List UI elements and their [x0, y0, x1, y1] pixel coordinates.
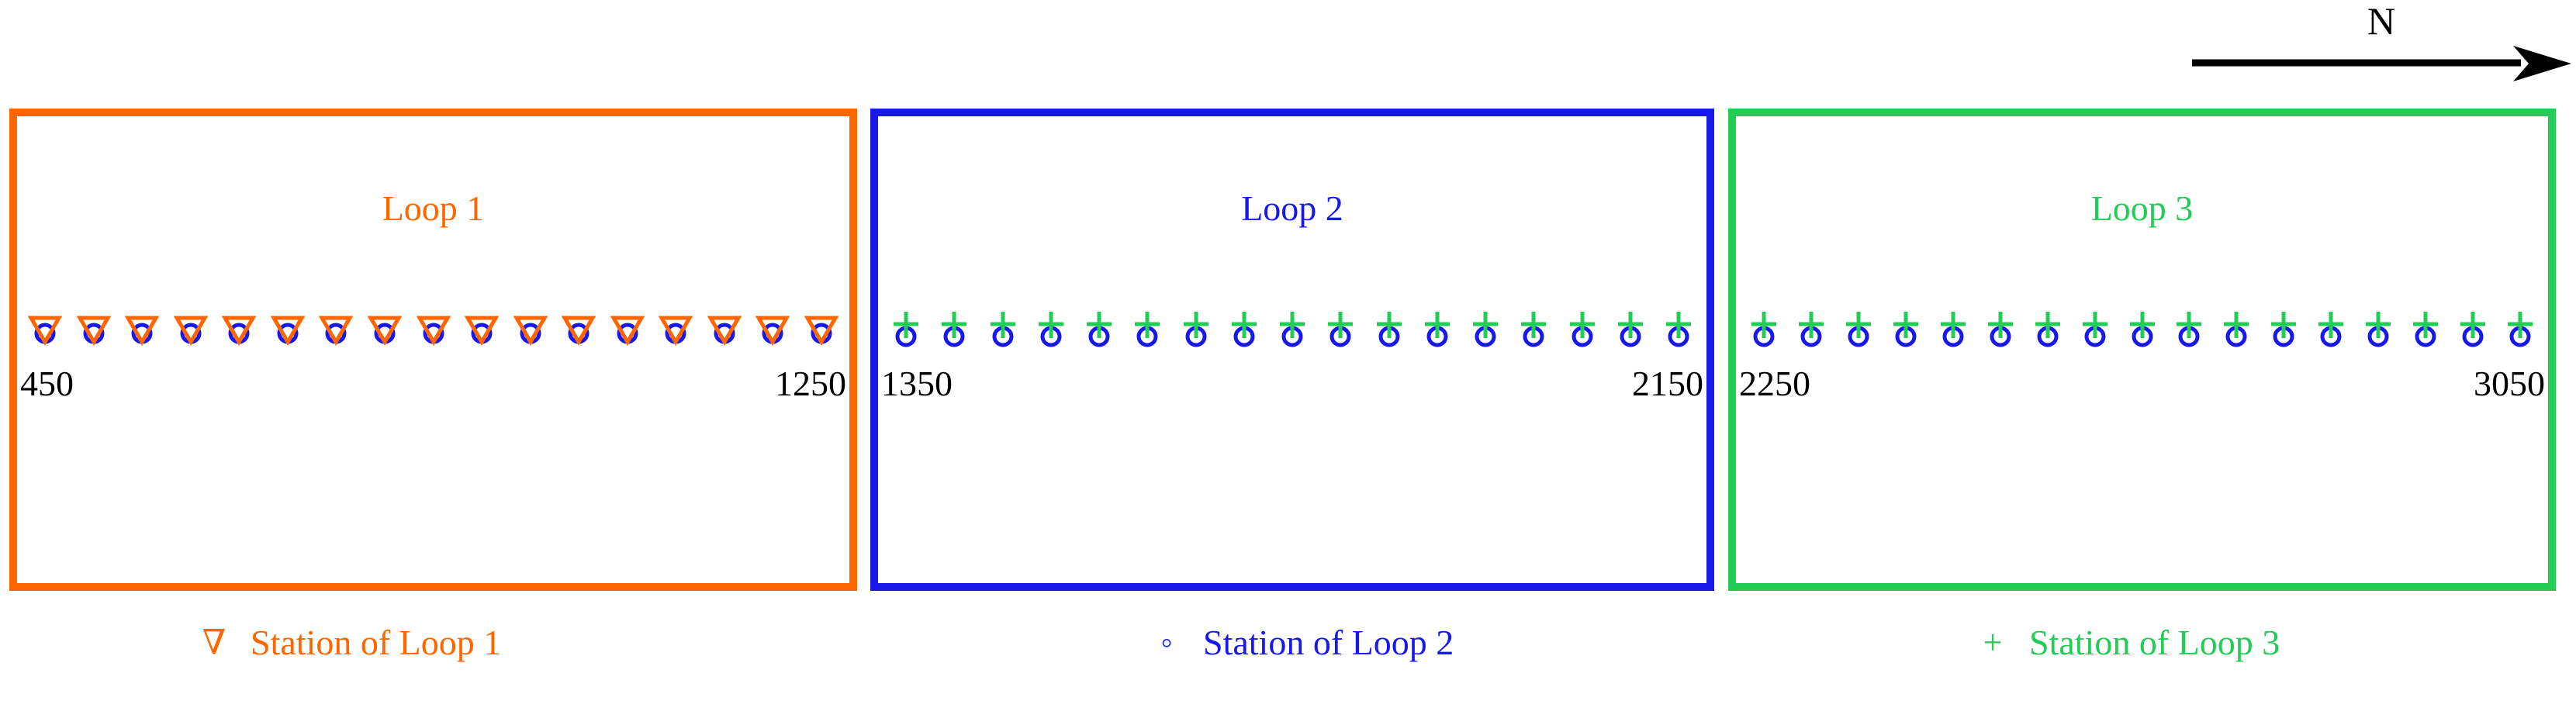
station-marker[interactable] — [562, 304, 596, 354]
station-marker[interactable] — [222, 304, 257, 354]
legend: ∇ Station of Loop 1 ◦ Station of Loop 2 + Sta… — [0, 625, 2576, 695]
range-start-label: 2250 — [1739, 364, 1810, 403]
loop-box-1[interactable]: Loop 1 450 1250 — [9, 109, 857, 591]
range-end-label: 1250 — [775, 364, 846, 403]
station-marker[interactable] — [986, 304, 1020, 354]
range-end-label: 2150 — [1632, 364, 1703, 403]
station-marker[interactable] — [1275, 304, 1309, 354]
station-strip-2 — [878, 304, 1706, 354]
station-marker[interactable] — [367, 304, 402, 354]
station-marker[interactable] — [319, 304, 354, 354]
station-marker[interactable] — [889, 304, 923, 354]
loop-box-3[interactable]: Loop 3 2250 3050 — [1728, 109, 2556, 591]
triangle-down-icon: ∇ — [202, 623, 226, 661]
station-marker[interactable] — [1613, 304, 1648, 354]
station-marker[interactable] — [270, 304, 305, 354]
north-label: N — [2367, 0, 2396, 43]
station-marker[interactable] — [2219, 304, 2253, 354]
station-marker[interactable] — [1983, 304, 2018, 354]
station-marker[interactable] — [2267, 304, 2301, 354]
station-marker[interactable] — [2314, 304, 2348, 354]
station-marker[interactable] — [2503, 304, 2537, 354]
station-marker[interactable] — [465, 304, 500, 354]
station-marker[interactable] — [1323, 304, 1357, 354]
north-arrow-icon — [2192, 46, 2571, 81]
range-start-label: 1350 — [881, 364, 953, 403]
station-marker[interactable] — [1565, 304, 1599, 354]
legend-label: Station of Loop 1 — [251, 623, 502, 662]
loop-box-2[interactable]: Loop 2 1350 2150 — [870, 109, 1714, 591]
legend-label: Station of Loop 3 — [2029, 623, 2280, 662]
station-marker[interactable] — [76, 304, 111, 354]
station-marker[interactable] — [2408, 304, 2443, 354]
station-marker[interactable] — [1936, 304, 1970, 354]
station-marker[interactable] — [1227, 304, 1261, 354]
station-marker[interactable] — [2456, 304, 2490, 354]
north-arrow: N — [2187, 0, 2575, 85]
station-marker[interactable] — [804, 304, 838, 354]
station-marker[interactable] — [1661, 304, 1696, 354]
station-marker[interactable] — [513, 304, 548, 354]
station-marker[interactable] — [1889, 304, 1923, 354]
station-marker[interactable] — [1034, 304, 1068, 354]
station-strip-1 — [17, 304, 849, 354]
plus-icon: + — [1983, 623, 2003, 661]
station-marker[interactable] — [707, 304, 742, 354]
station-marker[interactable] — [1516, 304, 1551, 354]
legend-label: Station of Loop 2 — [1203, 623, 1454, 662]
station-marker[interactable] — [2031, 304, 2065, 354]
station-marker[interactable] — [1794, 304, 1828, 354]
station-marker[interactable] — [1747, 304, 1781, 354]
loop-title-3: Loop 3 — [2090, 188, 2194, 228]
station-marker[interactable] — [1841, 304, 1876, 354]
legend-item-loop-3[interactable]: + Station of Loop 3 — [1976, 625, 2280, 661]
legend-item-loop-2[interactable]: ◦ Station of Loop 2 — [1150, 625, 1454, 661]
circle-icon: ◦ — [1160, 623, 1173, 661]
station-marker[interactable] — [937, 304, 971, 354]
station-marker[interactable] — [1082, 304, 1116, 354]
loop-title-1: Loop 1 — [382, 188, 485, 228]
range-row-3: 2250 3050 — [1736, 366, 2548, 413]
station-marker[interactable] — [659, 304, 693, 354]
station-marker[interactable] — [173, 304, 208, 354]
station-marker[interactable] — [1372, 304, 1406, 354]
station-marker[interactable] — [2361, 304, 2395, 354]
station-marker[interactable] — [125, 304, 160, 354]
station-marker[interactable] — [1130, 304, 1164, 354]
station-marker[interactable] — [756, 304, 790, 354]
loop-title-2: Loop 2 — [1241, 188, 1343, 228]
station-marker[interactable] — [2172, 304, 2206, 354]
station-marker[interactable] — [2125, 304, 2159, 354]
station-marker[interactable] — [416, 304, 451, 354]
range-end-label: 3050 — [2474, 364, 2545, 403]
range-row-1: 450 1250 — [17, 366, 849, 413]
station-marker[interactable] — [28, 304, 62, 354]
station-marker[interactable] — [2078, 304, 2112, 354]
legend-item-loop-1[interactable]: ∇ Station of Loop 1 — [198, 623, 502, 662]
station-strip-3 — [1736, 304, 2548, 354]
station-marker[interactable] — [610, 304, 645, 354]
range-row-2: 1350 2150 — [878, 366, 1706, 413]
station-marker[interactable] — [1179, 304, 1213, 354]
range-start-label: 450 — [20, 364, 74, 403]
station-marker[interactable] — [1468, 304, 1502, 354]
station-marker[interactable] — [1420, 304, 1454, 354]
